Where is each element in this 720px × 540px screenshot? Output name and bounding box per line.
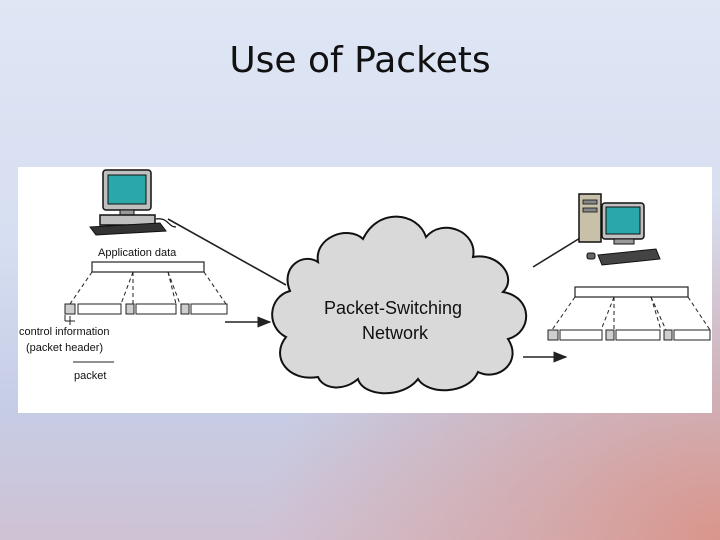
right-link-line: [532, 234, 586, 268]
packet-body: [673, 329, 711, 341]
packet-header: [605, 329, 615, 341]
packet-body: [77, 303, 122, 315]
desktop-computer-icon: [89, 169, 177, 236]
slide-title: Use of Packets: [229, 40, 491, 81]
diagram-panel: Packet-Switching Network Application dat…: [18, 167, 712, 413]
network-label-line1: Packet-Switching: [324, 298, 462, 318]
right-packets: [547, 329, 711, 341]
packet-body: [559, 329, 603, 341]
network-label-line2: Network: [362, 323, 429, 343]
packet-body: [135, 303, 177, 315]
packet-body: [615, 329, 661, 341]
application-data-label: Application data: [98, 247, 177, 259]
cloud-icon: [271, 215, 528, 395]
packet-header: [180, 303, 190, 315]
left-link-line: [167, 218, 287, 286]
tower-computer-icon: [578, 193, 661, 266]
packet-diagram: Packet-Switching Network Application dat…: [19, 169, 711, 395]
packet-header: [125, 303, 135, 315]
reassembled-data-bar: [574, 286, 689, 298]
packet-body: [190, 303, 228, 315]
left-split-lines: [69, 271, 227, 305]
left-packets: [64, 303, 228, 315]
right-merge-lines: [551, 296, 711, 331]
packet-header: [64, 303, 76, 315]
packet-header-label: (packet header): [26, 342, 103, 354]
packet-header: [663, 329, 673, 341]
packet-header: [547, 329, 559, 341]
packet-label: packet: [74, 370, 106, 382]
control-info-label: control information: [19, 326, 110, 338]
application-data-bar: [91, 261, 205, 273]
